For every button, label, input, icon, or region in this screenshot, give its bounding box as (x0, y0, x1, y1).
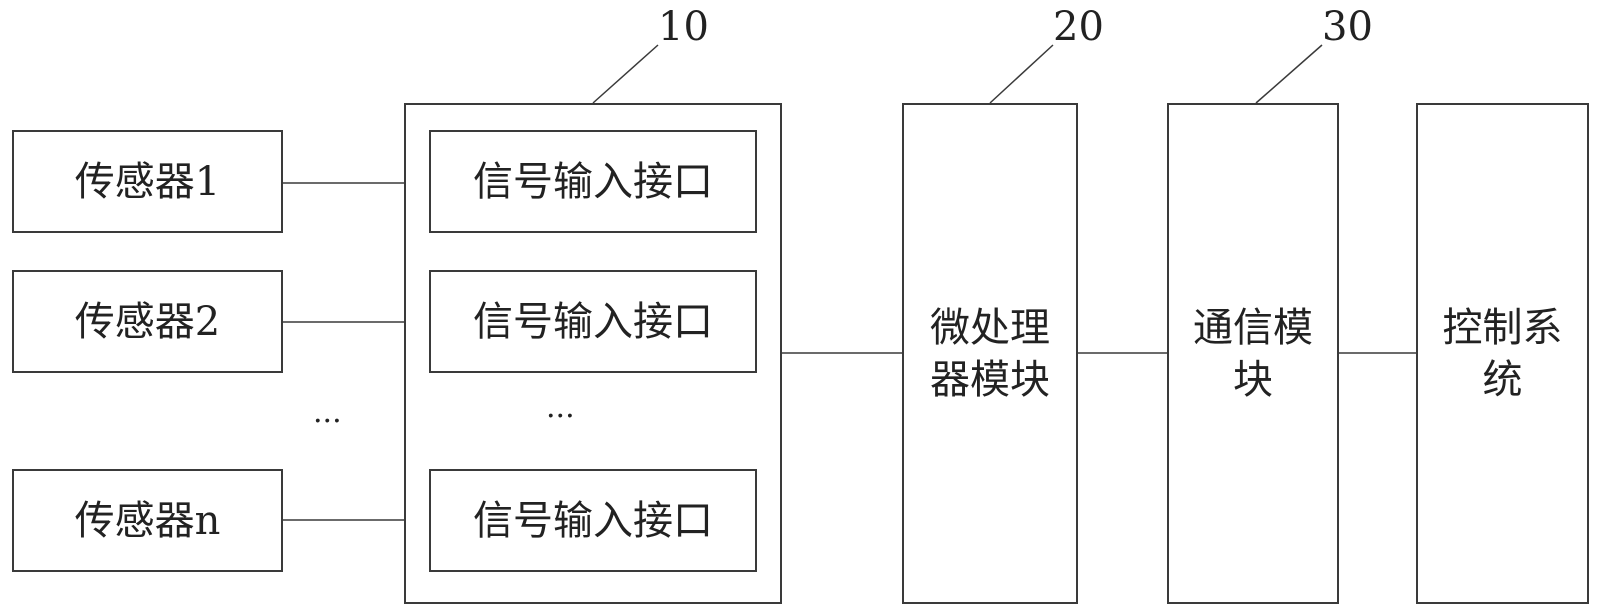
control-system-box: 控制系统 (1416, 103, 1589, 604)
ref-label-10: 10 (658, 4, 709, 50)
leader-20 (990, 45, 1053, 103)
sensor-n-label: 传感器n (75, 495, 221, 547)
sensor-ellipsis: ... (313, 395, 342, 430)
communication-label: 通信模块 (1186, 302, 1321, 406)
sensor-1-label: 传感器1 (75, 156, 220, 208)
interface-n-label: 信号输入接口 (473, 495, 713, 547)
communication-box: 通信模块 (1167, 103, 1339, 604)
microprocessor-box: 微处理器模块 (902, 103, 1078, 604)
interface-1-label: 信号输入接口 (473, 156, 713, 208)
sensor-n-box: 传感器n (12, 469, 283, 572)
sensor-2-label: 传感器2 (75, 296, 220, 348)
leader-10 (593, 45, 658, 103)
interface-ellipsis: ... (546, 390, 575, 425)
interface-1-box: 信号输入接口 (429, 130, 757, 233)
interface-n-box: 信号输入接口 (429, 469, 757, 572)
interface-2-box: 信号输入接口 (429, 270, 757, 373)
leader-30 (1256, 45, 1322, 103)
ref-label-30: 30 (1322, 4, 1373, 50)
interface-2-label: 信号输入接口 (473, 296, 713, 348)
control-system-label: 控制系统 (1435, 302, 1570, 406)
microprocessor-label: 微处理器模块 (915, 302, 1065, 406)
ref-label-20: 20 (1053, 4, 1104, 50)
sensor-1-box: 传感器1 (12, 130, 283, 233)
sensor-2-box: 传感器2 (12, 270, 283, 373)
